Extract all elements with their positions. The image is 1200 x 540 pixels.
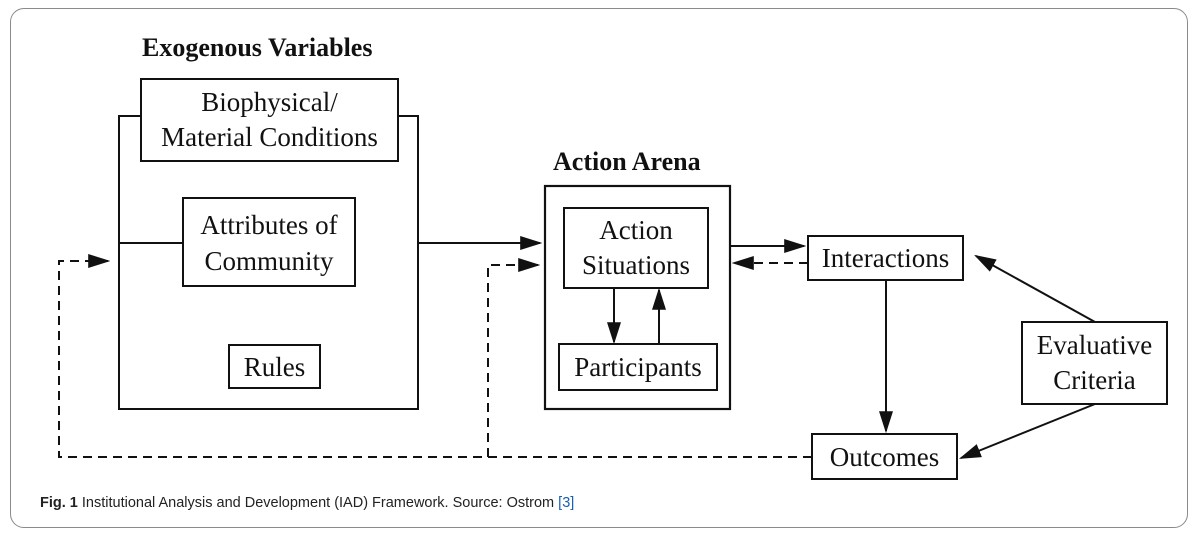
evaluative-criteria-box [1021,321,1168,405]
evaluative-to-interactions-arrow [974,254,1096,323]
action-arena-heading: Action Arena [553,147,701,176]
interactions-label: Interactions [822,243,949,273]
figure-number: Fig. 1 [40,495,78,511]
outcomes-to-arena-feedback-arrow [487,258,541,457]
evaluative-criteria-label-line1: Evaluative [1037,330,1152,360]
outcomes-to-exogenous-feedback-arrow [58,254,812,458]
citation-link[interactable]: [3] [558,495,575,511]
caption-text: Institutional Analysis and Development (… [81,495,555,511]
rules-label: Rules [244,352,306,382]
outcomes-label: Outcomes [830,442,939,472]
biophysical-box [140,78,399,162]
action-situations-box [563,207,709,289]
action-situations-label-line2: Situations [582,250,690,280]
exogenous-variables-heading: Exogenous Variables [142,33,372,62]
attributes-label-line2: Community [204,246,334,276]
action-situations-label-line1: Action [599,215,673,245]
biophysical-label-line2: Material Conditions [161,122,378,152]
evaluative-criteria-label-line2: Criteria [1053,365,1135,395]
action-arena-box [543,184,732,411]
participants-box [558,343,718,391]
participants-label: Participants [574,352,701,382]
exogenous-container [118,115,419,410]
figure-caption: Fig. 1 Institutional Analysis and Develo… [40,495,574,511]
rules-box [228,344,321,389]
attributes-label-line1: Attributes of [200,210,337,240]
evaluative-to-outcomes-arrow [958,403,1096,459]
outcomes-box [811,433,958,480]
attributes-box [182,197,356,287]
biophysical-label-line1: Biophysical/ [201,87,338,117]
